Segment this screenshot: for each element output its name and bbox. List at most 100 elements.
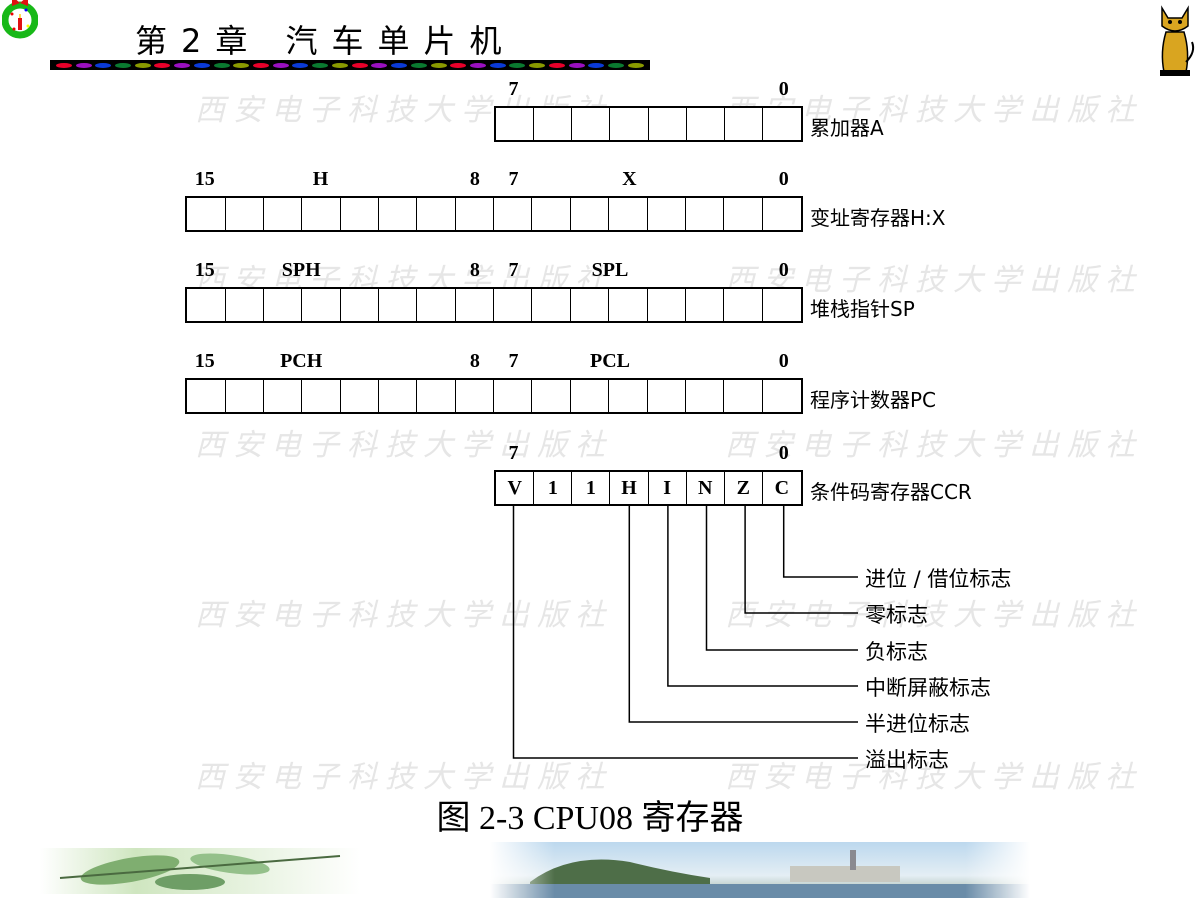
flag-connector-line — [744, 506, 858, 614]
bit-label: H — [312, 168, 329, 190]
register-bit-cell — [571, 289, 610, 321]
register-bit-cell — [456, 198, 495, 230]
register-bit-cell — [379, 289, 418, 321]
register-bit-cell — [534, 108, 573, 140]
flag-connector-line — [512, 506, 858, 759]
bit-label: PCL — [590, 350, 630, 372]
watermark-text: 西安电子科技大学出版社 — [195, 760, 613, 795]
register-box — [185, 378, 803, 414]
flag-connector-line — [782, 506, 858, 578]
bit-label: 8 — [469, 168, 480, 190]
bead — [469, 62, 486, 68]
register-bit-cell — [609, 289, 648, 321]
register-box — [185, 196, 803, 232]
bit-label: 0 — [778, 350, 789, 372]
register-bit-cell: N — [687, 472, 725, 504]
flag-label: 溢出标志 — [865, 748, 949, 772]
bit-label: 7 — [508, 259, 519, 281]
register-bit-cell — [226, 198, 265, 230]
bead — [627, 62, 644, 68]
register-bit-cell: C — [774, 476, 790, 499]
register-bit-cell — [572, 108, 611, 140]
bead — [607, 62, 624, 68]
watermark-text: 西安电子科技大学出版社 — [725, 428, 1143, 463]
bit-label: SPL — [591, 259, 629, 281]
register-name: 程序计数器PC — [810, 388, 937, 412]
bead — [371, 62, 388, 68]
register-bit-cell — [571, 380, 610, 412]
bead — [489, 62, 506, 68]
page-title: 第2章 汽车单片机 — [135, 22, 516, 60]
register-bit-cell: Z — [725, 472, 763, 504]
register-name: 累加器A — [810, 116, 884, 140]
register-bit-cell — [302, 198, 341, 230]
register-bit-cell — [724, 289, 763, 321]
bead — [253, 62, 270, 68]
bead — [509, 62, 526, 68]
flag-label: 负标志 — [865, 640, 928, 664]
bead — [75, 62, 92, 68]
flag-connector-line — [667, 506, 858, 687]
flag-connector-line — [705, 506, 858, 651]
bit-label: 7 — [508, 168, 519, 190]
register-bit-cell — [417, 198, 456, 230]
bit-label: 0 — [778, 168, 789, 190]
register-bit-cell — [379, 198, 418, 230]
watermark-text: 西安电子科技大学出版社 — [725, 760, 1143, 795]
bit-label: PCH — [280, 350, 323, 372]
flag-label: 中断屏蔽标志 — [865, 676, 991, 700]
bead — [55, 62, 72, 68]
register-bit-cell — [724, 198, 763, 230]
register-bit-cell — [725, 108, 763, 140]
bit-label: 15 — [194, 168, 215, 190]
register-bit-cell — [724, 380, 763, 412]
bit-label: 8 — [469, 350, 480, 372]
flag-connector-line — [628, 506, 858, 723]
register-bit-cell — [226, 289, 265, 321]
bead — [568, 62, 585, 68]
register-bit-cell — [686, 198, 725, 230]
register-bit-cell — [494, 198, 533, 230]
bead — [450, 62, 467, 68]
bead — [95, 62, 112, 68]
register-bit-cell — [648, 380, 686, 412]
decorative-bead-bar — [50, 60, 650, 70]
bit-label: 0 — [778, 259, 789, 281]
register-bit-cell — [187, 289, 226, 321]
register-bit-cell — [610, 108, 649, 140]
register-box — [185, 287, 803, 323]
bead — [529, 62, 546, 68]
bit-label: 7 — [508, 350, 519, 372]
bit-label: X — [622, 168, 637, 190]
register-bit-cell — [532, 198, 571, 230]
bead — [331, 62, 348, 68]
bead — [193, 62, 210, 68]
bit-label: 8 — [469, 259, 480, 281]
register-bit-cell: V — [496, 472, 535, 504]
bit-label: 15 — [194, 350, 215, 372]
register-bit-cell: I — [649, 472, 687, 504]
register-bit-cell — [686, 380, 725, 412]
bead — [134, 62, 151, 68]
register-bit-cell — [648, 198, 686, 230]
campus-landscape-image — [490, 842, 1030, 898]
bit-label: SPH — [281, 259, 321, 281]
bit-label: 7 — [508, 78, 519, 100]
cat-mascot-icon — [1160, 5, 1195, 76]
register-bit-cell — [456, 289, 495, 321]
register-bit-cell — [494, 289, 533, 321]
register-bit-cell — [456, 380, 495, 412]
register-bit-cell — [341, 380, 380, 412]
leaves-decoration-image — [40, 848, 360, 894]
register-bit-cell — [264, 289, 303, 321]
register-bit-cell — [648, 289, 686, 321]
bead — [233, 62, 250, 68]
bead — [410, 62, 427, 68]
register-box — [494, 106, 803, 142]
register-bit-cell: 1 — [572, 472, 611, 504]
watermark-text: 西安电子科技大学出版社 — [725, 598, 1143, 633]
register-bit-cell — [532, 380, 571, 412]
register-bit-cell — [649, 108, 687, 140]
register-bit-cell — [379, 380, 418, 412]
